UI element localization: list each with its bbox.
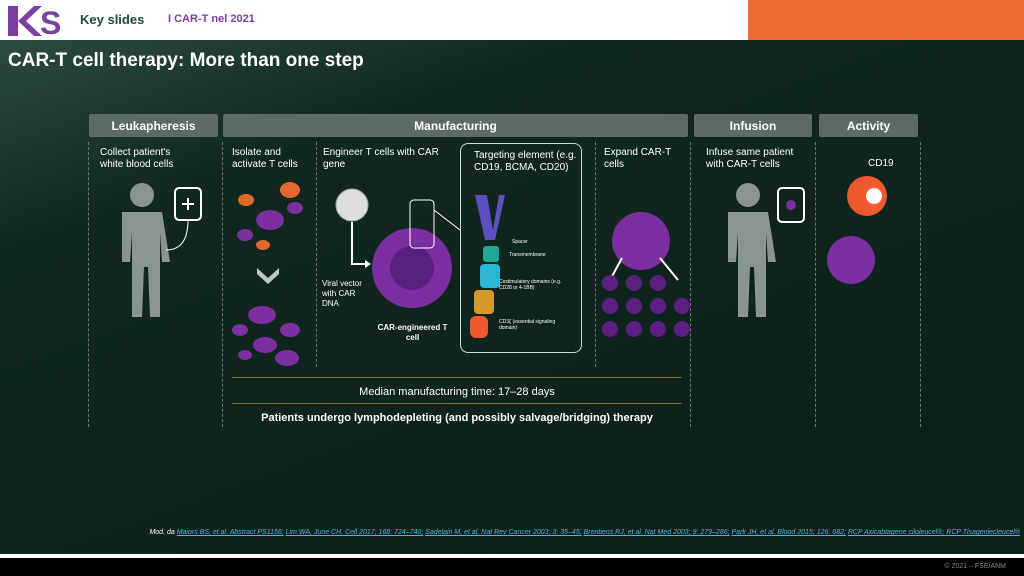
header-infusion: Infusion: [694, 114, 812, 137]
copyright: © 2021 – FSE/ANM: [944, 563, 1006, 570]
expand-text: Expand CAR-T cells: [604, 147, 672, 170]
divider: [222, 142, 223, 427]
blood-cells-icon: [232, 182, 303, 366]
svg-text:S: S: [40, 5, 61, 36]
brand-label: Key slides: [80, 12, 145, 27]
divider: [88, 142, 89, 427]
timeline-line: [232, 377, 682, 378]
header-accent: [748, 0, 1024, 40]
car-cell-text: CAR-engineered T cell: [377, 323, 448, 342]
engineer-text: Engineer T cells with CAR gene: [323, 147, 439, 170]
expanded-cells-icon: [602, 212, 690, 337]
references: Mod. da Maiors BS, et al. Abstract PS115…: [20, 527, 1020, 538]
section-label: I CAR-T nel 2021: [168, 13, 255, 25]
virus-icon: [335, 188, 371, 268]
median-time: Median manufacturing time: 17–28 days: [359, 386, 555, 398]
divider: [815, 142, 816, 427]
infusion-bag-icon: [777, 187, 805, 223]
car-structure-box: [460, 143, 582, 353]
divider: [920, 142, 921, 427]
transmembrane-label: Transmembrane: [509, 252, 546, 258]
ks-logo: S: [8, 5, 61, 36]
ref-link[interactable]: Park JH, et al. Blood 2015; 126: 682;: [731, 529, 846, 536]
timeline-line: [232, 403, 682, 404]
refs-prefix: Mod. da: [149, 529, 175, 536]
blood-bag-icon: [165, 187, 202, 251]
ref-link[interactable]: Brentiens RJ, et al. Nat Med 2003; 9: 27…: [583, 529, 730, 536]
header-activity: Activity: [819, 114, 918, 137]
tumor-cell-icon: [827, 176, 887, 284]
costim-label: Costimulatory domains (e.g. CD28 or 4-1B…: [499, 279, 562, 291]
ref-link[interactable]: Maiors BS, et al. Abstract PS1156;: [176, 529, 284, 536]
spacer-label: Spacer: [512, 239, 528, 245]
isolate-text: Isolate and activate T cells: [232, 147, 298, 170]
divider: [690, 142, 691, 427]
lymphodepletion-note: Patients undergo lymphodepleting (and po…: [261, 412, 653, 424]
header-manufacturing: Manufacturing: [223, 114, 688, 137]
cd19-label: CD19: [868, 158, 894, 169]
car-structure-icon: [470, 195, 505, 338]
ref-link[interactable]: Sadelain M, et al. Nat Rev Cancer 2003; …: [425, 529, 582, 536]
patient-silhouette-icon: [728, 183, 776, 317]
slide-title: CAR-T cell therapy: More than one step: [8, 50, 364, 71]
cd3-label: CD3ζ (essential signaling domain): [499, 319, 556, 331]
patient-silhouette-icon: [122, 183, 170, 317]
header-leukapheresis: Leukapheresis: [89, 114, 218, 137]
car-t-cell-icon: [372, 199, 461, 308]
ref-link[interactable]: Lim WA, June CH. Cell 2017; 168: 724–740…: [285, 529, 424, 536]
infuse-text: Infuse same patient with CAR-T cells: [706, 147, 794, 170]
footer-divider: [0, 554, 1024, 558]
ref-link[interactable]: RCP Axicabtagene ciloleucel®; RCP Tisage…: [847, 529, 1020, 536]
viral-text: Viral vector with CAR DNA: [322, 279, 362, 308]
collect-text: Collect patient's white blood cells: [100, 147, 174, 170]
divider: [316, 142, 317, 367]
divider: [595, 142, 596, 367]
targeting-text: Targeting element (e.g. CD19, BCMA, CD20…: [474, 150, 577, 173]
